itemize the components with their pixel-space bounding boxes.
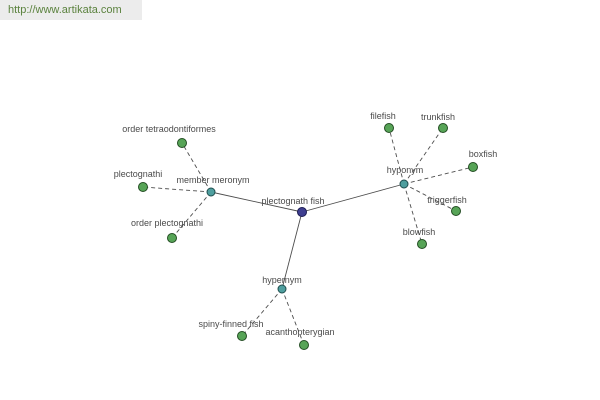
- graph-label-order-tetraodontiformes[interactable]: order tetraodontiformes: [122, 124, 216, 134]
- graph-node-trunkfish[interactable]: [438, 123, 448, 133]
- graph-label-trunkfish[interactable]: trunkfish: [421, 112, 455, 122]
- graph-node-boxfish[interactable]: [468, 162, 478, 172]
- edge-hypernym--acanthopterygian: [281, 288, 305, 346]
- graph-label-spiny-finned-fish[interactable]: spiny-finned fish: [198, 319, 263, 329]
- graph-node-blowfish[interactable]: [417, 239, 427, 249]
- graph-label-triggerfish[interactable]: triggerfish: [427, 195, 467, 205]
- edge-hyponym--triggerfish: [403, 183, 457, 212]
- edge-hypernym--spiny-finned-fish: [241, 288, 283, 337]
- url-bar: http://www.artikata.com: [0, 0, 142, 20]
- edge-plectognath-fish--member-meronym: [210, 191, 303, 213]
- graph-node-order-tetraodontiformes[interactable]: [177, 138, 187, 148]
- graph-node-hyponym[interactable]: [399, 179, 409, 189]
- graph-label-acanthopterygian[interactable]: acanthopterygian: [265, 327, 334, 337]
- graph-node-hypernym[interactable]: [277, 284, 287, 294]
- edge-member-meronym--plectognathi: [142, 186, 212, 193]
- graph-node-plectognathi[interactable]: [138, 182, 148, 192]
- graph-node-acanthopterygian[interactable]: [299, 340, 309, 350]
- graph-label-member-meronym[interactable]: member meronym: [176, 175, 249, 185]
- graph-node-filefish[interactable]: [384, 123, 394, 133]
- graph-label-hyponym[interactable]: hyponym: [387, 165, 424, 175]
- site-url-label: http://www.artikata.com: [8, 4, 122, 16]
- edge-hyponym--boxfish: [403, 166, 474, 185]
- edge-hyponym--filefish: [388, 127, 405, 185]
- graph-label-hypernym[interactable]: hypernym: [262, 275, 302, 285]
- edge-plectognath-fish--hypernym: [281, 211, 303, 290]
- graph-label-plectognathi[interactable]: plectognathi: [114, 169, 163, 179]
- edge-plectognath-fish--hyponym: [301, 183, 405, 213]
- graph-node-triggerfish[interactable]: [451, 206, 461, 216]
- graph-label-plectognath-fish[interactable]: plectognath fish: [261, 196, 324, 206]
- edge-member-meronym--order-tetraodontiformes: [181, 142, 212, 193]
- graph-label-order-plectognathi[interactable]: order plectognathi: [131, 218, 203, 228]
- edge-hyponym--trunkfish: [403, 127, 444, 185]
- graph-label-filefish[interactable]: filefish: [370, 111, 396, 121]
- graph-node-plectognath-fish[interactable]: [297, 207, 307, 217]
- edge-member-meronym--order-plectognathi: [171, 191, 212, 239]
- graph-label-blowfish[interactable]: blowfish: [403, 227, 436, 237]
- graph-node-member-meronym[interactable]: [206, 187, 216, 197]
- graph-label-boxfish[interactable]: boxfish: [469, 149, 498, 159]
- graph-node-spiny-finned-fish[interactable]: [237, 331, 247, 341]
- graph-node-order-plectognathi[interactable]: [167, 233, 177, 243]
- edge-hyponym--blowfish: [403, 183, 423, 245]
